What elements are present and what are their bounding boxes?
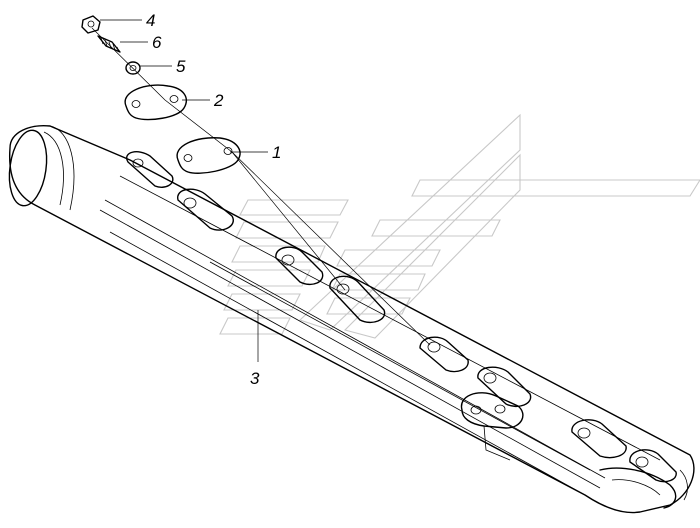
callout-3: 3: [250, 369, 260, 388]
boss-2: [177, 188, 234, 231]
cover-plate-part-2: [124, 84, 187, 121]
assembly-axis-line: [91, 27, 346, 291]
boss-8: [571, 419, 627, 459]
callout-1: 1: [272, 143, 281, 162]
boss-1: [126, 151, 174, 188]
assembly-axis-line-2: [231, 151, 431, 346]
boss-7-flange: [460, 392, 524, 461]
boss-9: [629, 449, 677, 483]
callout-4: 4: [146, 11, 155, 30]
gasket-part-1: [176, 137, 241, 174]
watermark-logo: [219, 113, 700, 339]
mounting-bosses: [126, 151, 677, 483]
callout-2: 2: [213, 91, 224, 110]
boss-4: [329, 275, 386, 324]
boss-3: [275, 246, 324, 286]
boss-5: [419, 336, 469, 373]
nut-part-4: [81, 15, 101, 34]
stud-part-6: [97, 35, 121, 53]
callout-5: 5: [176, 57, 186, 76]
callout-6: 6: [152, 33, 162, 52]
manifold-pipe: [8, 125, 695, 514]
boss-6: [477, 366, 532, 408]
washer-part-5: [125, 61, 141, 75]
